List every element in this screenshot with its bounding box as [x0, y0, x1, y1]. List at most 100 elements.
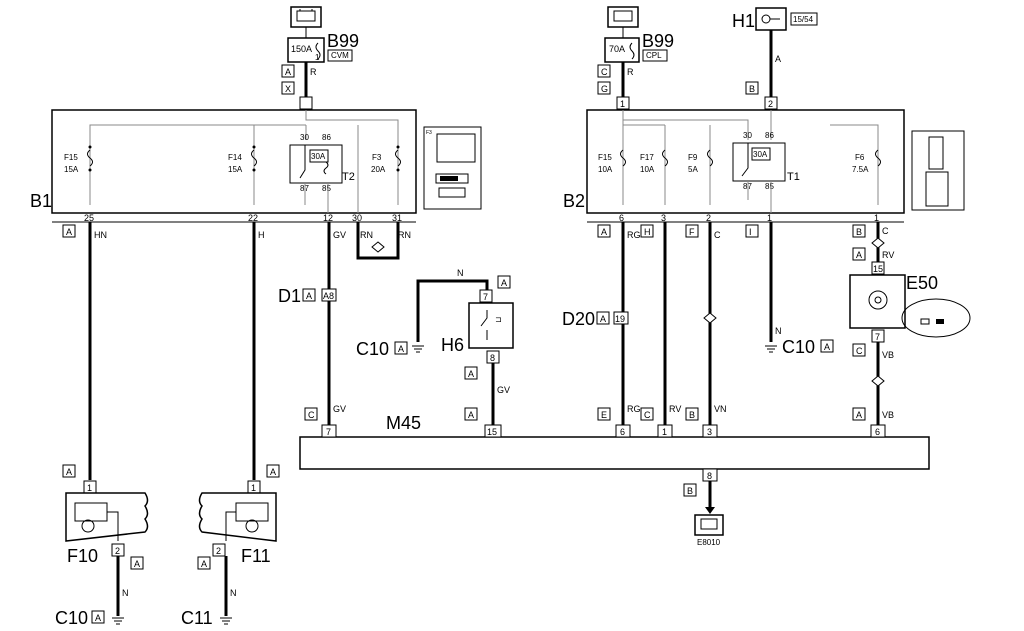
svg-text:N: N: [457, 268, 464, 278]
fusebox-b1-inset: [423, 126, 482, 210]
lamp-f11: [198, 492, 277, 542]
svg-text:RV: RV: [669, 404, 681, 414]
label-e50: E50: [906, 273, 938, 293]
ground-icon-f10: [112, 617, 124, 625]
label-b1: B1: [30, 191, 52, 211]
label-m45: M45: [386, 413, 421, 433]
svg-text:2: 2: [115, 546, 120, 556]
label-h1: H1: [732, 11, 755, 31]
svg-text:GV: GV: [333, 404, 346, 414]
svg-text:30: 30: [743, 131, 752, 140]
svg-text:C: C: [601, 67, 608, 77]
svg-text:A: A: [66, 467, 72, 477]
svg-text:RN: RN: [398, 230, 411, 240]
svg-text:C: C: [714, 230, 721, 240]
svg-text:3: 3: [661, 213, 666, 223]
svg-text:X: X: [285, 84, 291, 94]
svg-text:F: F: [689, 227, 695, 237]
label-c11-bottom: C11: [181, 608, 213, 628]
svg-text:5A: 5A: [688, 165, 698, 174]
label-c10-bottom: C10: [55, 608, 88, 628]
svg-text:22: 22: [248, 213, 258, 223]
battery-icon-right: [607, 6, 639, 28]
svg-text:A: A: [285, 67, 291, 77]
svg-text:A: A: [134, 559, 140, 569]
svg-text:R: R: [310, 67, 317, 77]
label-h6: H6: [441, 335, 464, 355]
svg-text:GV: GV: [497, 385, 510, 395]
label-e8010: E8010: [697, 538, 721, 547]
svg-text:B: B: [856, 227, 862, 237]
fuse-b99-right: [604, 37, 640, 63]
label-b2: B2: [563, 191, 585, 211]
svg-text:1: 1: [251, 483, 256, 493]
svg-text:8: 8: [490, 353, 495, 363]
svg-text:19: 19: [615, 314, 625, 324]
svg-text:2: 2: [216, 546, 221, 556]
svg-text:1: 1: [874, 213, 879, 223]
svg-text:RN: RN: [360, 230, 373, 240]
svg-text:7: 7: [326, 427, 331, 437]
svg-text:2: 2: [706, 213, 711, 223]
svg-text:3: 3: [707, 427, 712, 437]
svg-text:F15: F15: [598, 153, 612, 162]
module-m45: [299, 436, 930, 470]
svg-text:F17: F17: [640, 153, 654, 162]
svg-text:R: R: [627, 67, 634, 77]
svg-text:B: B: [689, 410, 695, 420]
fuse-b99-left-rating: 150A: [291, 44, 312, 54]
svg-text:30: 30: [352, 213, 362, 223]
svg-text:RG: RG: [627, 404, 641, 414]
svg-text:30: 30: [300, 133, 309, 142]
label-t2: T2: [342, 171, 355, 183]
ground-icon-right: [765, 345, 777, 353]
svg-text:H: H: [644, 227, 651, 237]
svg-text:1: 1: [620, 99, 625, 109]
svg-text:1: 1: [767, 213, 772, 223]
svg-text:B: B: [687, 486, 693, 496]
svg-text:10A: 10A: [598, 165, 613, 174]
svg-text:A: A: [856, 410, 862, 420]
svg-text:F3: F3: [372, 153, 382, 162]
svg-text:C: C: [644, 410, 651, 420]
svg-text:15: 15: [873, 264, 883, 274]
switch-h6: [468, 302, 514, 349]
svg-text:F6: F6: [855, 153, 865, 162]
svg-text:N: N: [230, 588, 237, 598]
svg-text:CPL: CPL: [646, 51, 662, 60]
svg-text:F15: F15: [64, 153, 78, 162]
svg-text:6: 6: [620, 427, 625, 437]
svg-text:8: 8: [707, 471, 712, 481]
svg-text:I: I: [749, 227, 752, 237]
svg-text:30A: 30A: [311, 152, 326, 161]
svg-text:RV: RV: [882, 250, 894, 260]
svg-text:7: 7: [875, 332, 880, 342]
svg-text:A: A: [201, 559, 207, 569]
svg-text:G: G: [601, 84, 608, 94]
svg-text:C: C: [308, 410, 315, 420]
svg-text:⊐: ⊐: [495, 315, 502, 324]
svg-text:1: 1: [87, 483, 92, 493]
svg-text:A: A: [95, 613, 101, 623]
svg-text:A: A: [775, 54, 781, 64]
svg-text:H: H: [258, 230, 265, 240]
svg-text:A: A: [824, 342, 830, 352]
svg-text:C: C: [856, 346, 863, 356]
diagnostic-computer-icon: [694, 514, 724, 536]
svg-text:B: B: [749, 84, 755, 94]
label-d1: D1: [278, 286, 301, 306]
svg-text:7.5A: 7.5A: [852, 165, 869, 174]
svg-text:86: 86: [322, 133, 331, 142]
svg-text:6: 6: [619, 213, 624, 223]
fusebox-b1: [51, 109, 417, 214]
svg-text:70A: 70A: [609, 44, 625, 54]
svg-text:N: N: [122, 588, 129, 598]
svg-text:86: 86: [765, 131, 774, 140]
svg-text:30A: 30A: [753, 150, 768, 159]
svg-text:GV: GV: [333, 230, 346, 240]
fusebox-b2: [586, 109, 905, 214]
svg-text:E: E: [601, 410, 607, 420]
svg-text:A: A: [398, 344, 404, 354]
svg-text:A: A: [856, 250, 862, 260]
